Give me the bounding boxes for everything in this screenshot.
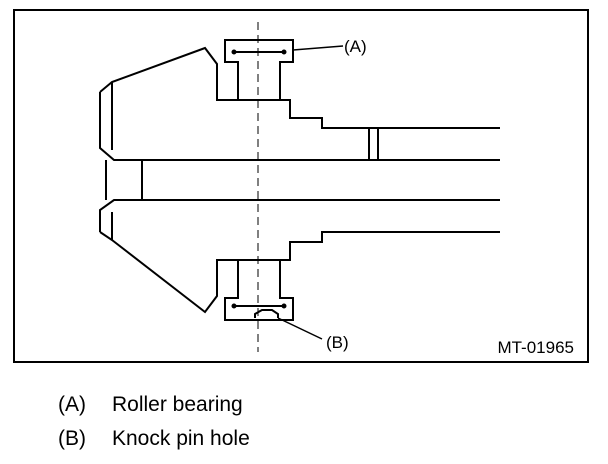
roller-bearing-upper — [224, 39, 294, 101]
figure-frame — [13, 9, 589, 363]
legend-key: (A) — [58, 393, 86, 416]
legend: (A) Roller bearing (B) Knock pin hole — [58, 388, 578, 456]
legend-key: (B) — [58, 427, 86, 450]
knock-pin-hole — [254, 309, 279, 318]
roller-bearing-lower — [224, 259, 294, 321]
gear-outline — [99, 46, 500, 314]
legend-text: Roller bearing — [112, 393, 243, 416]
callout-a-label: (A) — [344, 37, 367, 56]
legend-item: (B) Knock pin hole — [58, 422, 578, 456]
shaft-diagram: (A) (B) MT-01965 — [13, 9, 589, 363]
figure-code: MT-01965 — [497, 338, 574, 357]
legend-item: (A) Roller bearing — [58, 388, 578, 422]
leader-lines — [277, 45, 344, 340]
callout-b-label: (B) — [326, 333, 349, 352]
legend-text: Knock pin hole — [112, 427, 250, 450]
